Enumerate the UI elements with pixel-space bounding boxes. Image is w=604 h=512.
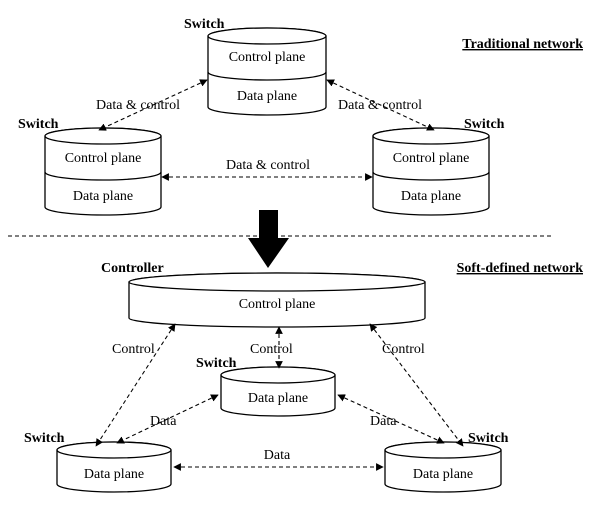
controller-label: Controller: [101, 261, 164, 276]
switch-label-bottom-left: Switch: [24, 431, 65, 446]
switch-left: Control plane Data plane: [44, 127, 162, 216]
switch-bottom-right: Data plane: [384, 441, 502, 493]
control-link-label-right: Control: [382, 342, 425, 357]
down-arrow-icon: [248, 210, 289, 268]
switch-right: Control plane Data plane: [372, 127, 490, 216]
control-link-label-middle: Control: [250, 342, 293, 357]
control-link-label-left: Control: [112, 342, 155, 357]
link-label-bottom: Data & control: [226, 158, 310, 173]
data-plane-label: Data plane: [73, 189, 133, 204]
sdn-title: Soft-defined network: [457, 261, 584, 276]
data-link-middle-right: [337, 394, 445, 444]
data-plane-label: Data plane: [401, 189, 461, 204]
control-plane-label: Control plane: [229, 50, 306, 65]
data-link-label-right: Data: [370, 414, 397, 429]
data-link-middle-left: [116, 394, 219, 444]
switch-label-right: Switch: [464, 117, 505, 132]
data-link-label-bottom: Data: [264, 448, 291, 463]
link-label-top-right: Data & control: [338, 98, 422, 113]
data-plane-label: Data plane: [237, 89, 297, 104]
data-plane-label: Data plane: [413, 467, 473, 482]
switch-label-bottom-right: Switch: [468, 431, 509, 446]
control-link-right: [369, 323, 464, 447]
switch-label-top: Switch: [184, 17, 225, 32]
control-link-left: [95, 323, 176, 447]
switch-label-left: Switch: [18, 117, 59, 132]
control-plane-label: Control plane: [239, 297, 316, 312]
link-label-top-left: Data & control: [96, 98, 180, 113]
traditional-network-title: Traditional network: [462, 37, 583, 52]
data-link-label-left: Data: [150, 414, 177, 429]
control-plane-label: Control plane: [393, 151, 470, 166]
link-top-left: [98, 79, 208, 131]
switch-middle: Data plane: [220, 366, 336, 417]
switch-top: Control plane Data plane: [207, 27, 327, 116]
data-plane-label: Data plane: [84, 467, 144, 482]
data-plane-label: Data plane: [248, 391, 308, 406]
control-plane-label: Control plane: [65, 151, 142, 166]
controller: Control plane: [128, 272, 426, 328]
link-top-right: [326, 79, 435, 131]
switch-bottom-left: Data plane: [56, 441, 172, 493]
switch-label-middle: Switch: [196, 356, 237, 371]
